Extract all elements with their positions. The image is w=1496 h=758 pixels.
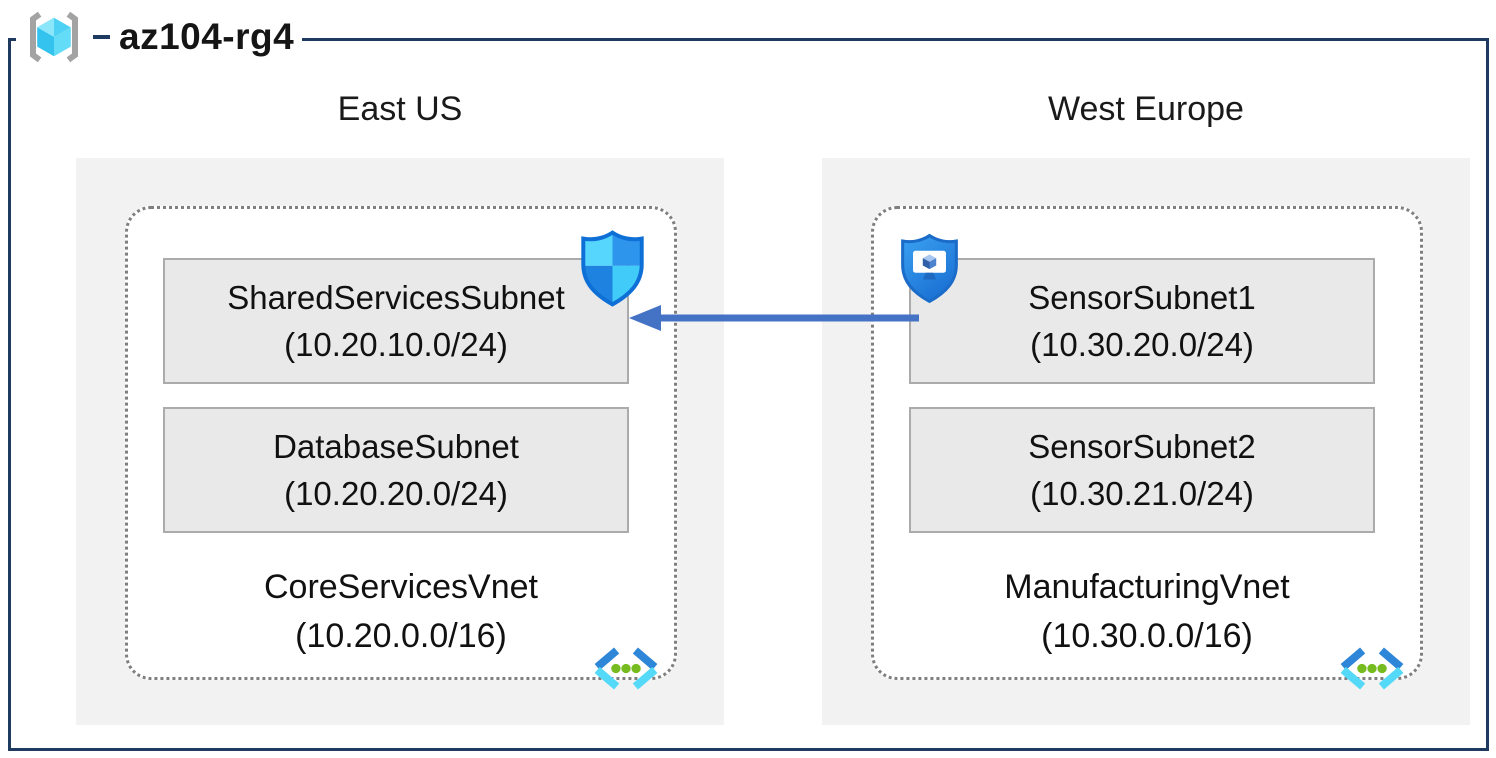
application-security-group-shield-icon [899,231,960,306]
virtual-network-icon [1336,645,1408,692]
region-label-west-europe: West Europe [1048,90,1244,128]
legend-connector-dash [93,35,110,39]
subnet-cidr: (10.30.20.0/24) [1030,326,1254,363]
subnet-name: SharedServicesSubnet [227,279,565,316]
subnet-name: DatabaseSubnet [273,428,519,465]
region-label-east-us: East US [337,90,463,128]
subnet-name: SensorSubnet2 [1028,428,1256,465]
subnet-cidr: (10.30.21.0/24) [1030,475,1254,512]
subnet-box-database: DatabaseSubnet (10.20.20.0/24) [163,407,629,533]
peering-arrow [629,305,919,331]
vnet-name: CoreServicesVnet [263,568,538,606]
vnet-cidr: (10.20.0.0/16) [295,617,507,655]
virtual-network-icon [590,645,662,692]
vnet-name: ManufacturingVnet [1004,568,1290,606]
resource-group-frame [8,38,1489,751]
resource-group-icon [18,8,84,66]
vnet-label-manufacturing: ManufacturingVnet (10.30.0.0/16) [874,563,1420,661]
subnet-box-sharedservices: SharedServicesSubnet (10.20.10.0/24) [163,258,629,384]
vnet-label-coreservices: CoreServicesVnet (10.20.0.0/16) [128,563,674,661]
vnet-cidr: (10.30.0.0/16) [1041,617,1253,655]
subnet-name: SensorSubnet1 [1028,279,1256,316]
vnet-box-manufacturing: SensorSubnet1 (10.30.20.0/24) SensorSubn… [871,206,1423,690]
subnet-cidr: (10.20.10.0/24) [284,326,508,363]
network-security-group-shield-icon [579,230,646,307]
subnet-cidr: (10.20.20.0/24) [284,475,508,512]
resource-group-legend: az104-rg4 [16,5,303,69]
diagram-title: az104-rg4 [119,16,295,57]
vnet-box-coreservices: SharedServicesSubnet (10.20.10.0/24) Dat… [125,206,677,690]
subnet-box-sensor2: SensorSubnet2 (10.30.21.0/24) [909,407,1375,533]
subnet-box-sensor1: SensorSubnet1 (10.30.20.0/24) [909,258,1375,384]
region-west-europe: SensorSubnet1 (10.30.20.0/24) SensorSubn… [822,158,1470,725]
